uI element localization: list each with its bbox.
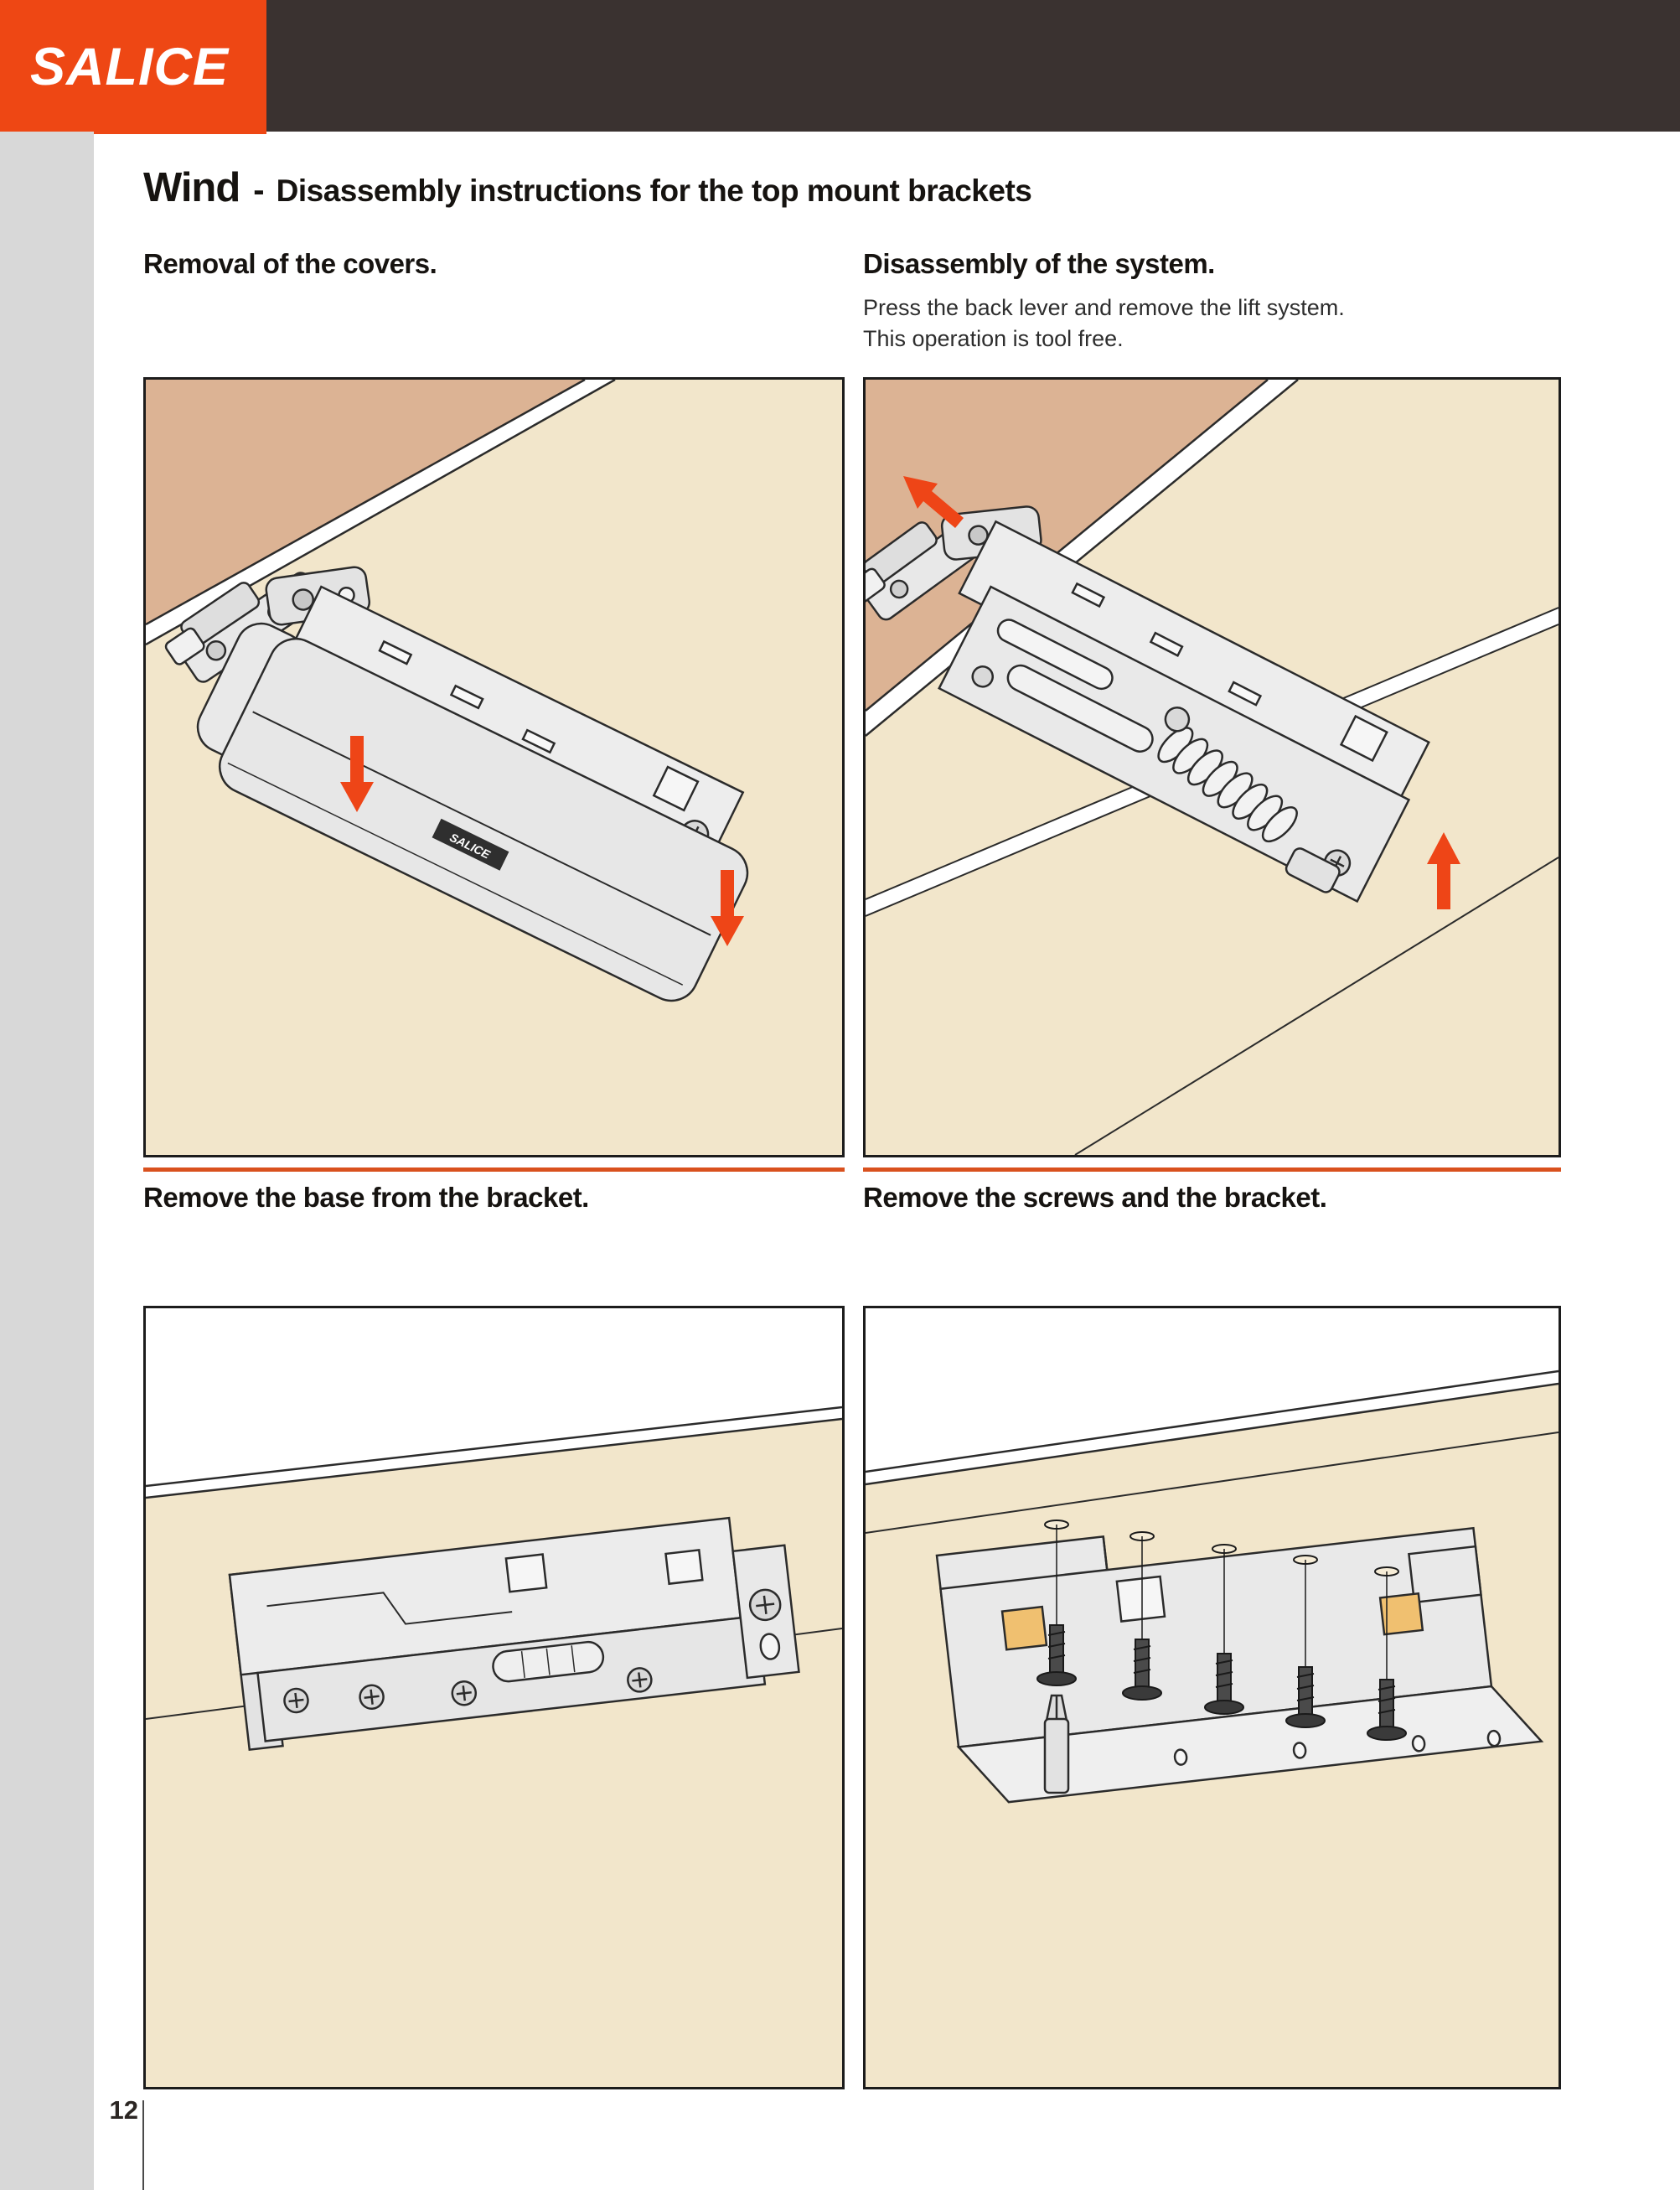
header-bar (0, 0, 1680, 132)
page-title-dash: - (253, 172, 265, 209)
fixing-screws (283, 1667, 653, 1714)
figure-bracket-screws (863, 1306, 1561, 2089)
separator-left (143, 1167, 845, 1172)
page-title-sub: Disassembly instructions for the top mou… (276, 173, 1032, 208)
figure-base-on-bracket (143, 1306, 845, 2089)
heading-removal-covers: Removal of the covers. (143, 248, 437, 279)
cover-body (219, 637, 749, 1002)
red-arrow-down-left (340, 736, 374, 812)
spring-coil (1157, 727, 1298, 843)
lift-system-with-cover: SALICE (196, 585, 749, 1002)
bracket-slot (1115, 1575, 1166, 1623)
panel-edge-highlight (866, 1371, 1559, 1484)
figure-cover-removal: SALICE (143, 377, 845, 1157)
top-mount-bracket (935, 1526, 1544, 1804)
red-arrow-down-right (711, 870, 744, 946)
bracket-bottom-flange (956, 1685, 1544, 1804)
left-sidebar (0, 132, 94, 2190)
salice-logo: SALICE (0, 0, 266, 134)
page-title: Wind - Disassembly instructions for the … (143, 164, 1032, 211)
figure-system-disassembly-drawing (866, 380, 1559, 1155)
salice-logo-text: SALICE (30, 38, 230, 96)
page-title-main: Wind (143, 165, 240, 210)
figure-cover-removal-drawing: SALICE (146, 380, 749, 1002)
footer-rule (142, 2100, 144, 2190)
instruction-line-1: Press the back lever and remove the lift… (863, 295, 1345, 320)
figure-bracket-screws-drawing (866, 1369, 1559, 2087)
heading-disassembly-system: Disassembly of the system. (863, 248, 1215, 279)
red-arrow-up (1427, 832, 1460, 909)
page-number: 12 (109, 2095, 138, 2125)
instruction-line-2: This operation is tool free. (863, 326, 1124, 351)
bracket-hole-left (1000, 1605, 1048, 1651)
red-arrow-up-left (903, 476, 964, 528)
caption-remove-base: Remove the base from the bracket. (143, 1182, 589, 1213)
removed-screws (1036, 1520, 1407, 1741)
lift-mechanism-exposed (938, 520, 1430, 903)
separator-right (863, 1167, 1561, 1172)
screwdriver-bit (1043, 1694, 1070, 1794)
figure-system-disassembly (863, 377, 1561, 1157)
disassembly-instructions-text: Press the back lever and remove the lift… (863, 293, 1345, 355)
hinge-arm-assembly (866, 505, 1042, 621)
caption-remove-screws: Remove the screws and the bracket. (863, 1182, 1327, 1213)
release-lever (1285, 847, 1341, 893)
bracket-hole-right (1378, 1592, 1424, 1636)
figure-base-on-bracket-drawing (146, 1406, 842, 2087)
cabinet-front-edge (866, 1432, 1559, 1534)
cabinet-side-edge (1074, 857, 1559, 1155)
panel-edge-highlight (146, 1407, 842, 1498)
base-mechanism (228, 1516, 800, 1752)
cover-brand-plate (432, 818, 509, 871)
